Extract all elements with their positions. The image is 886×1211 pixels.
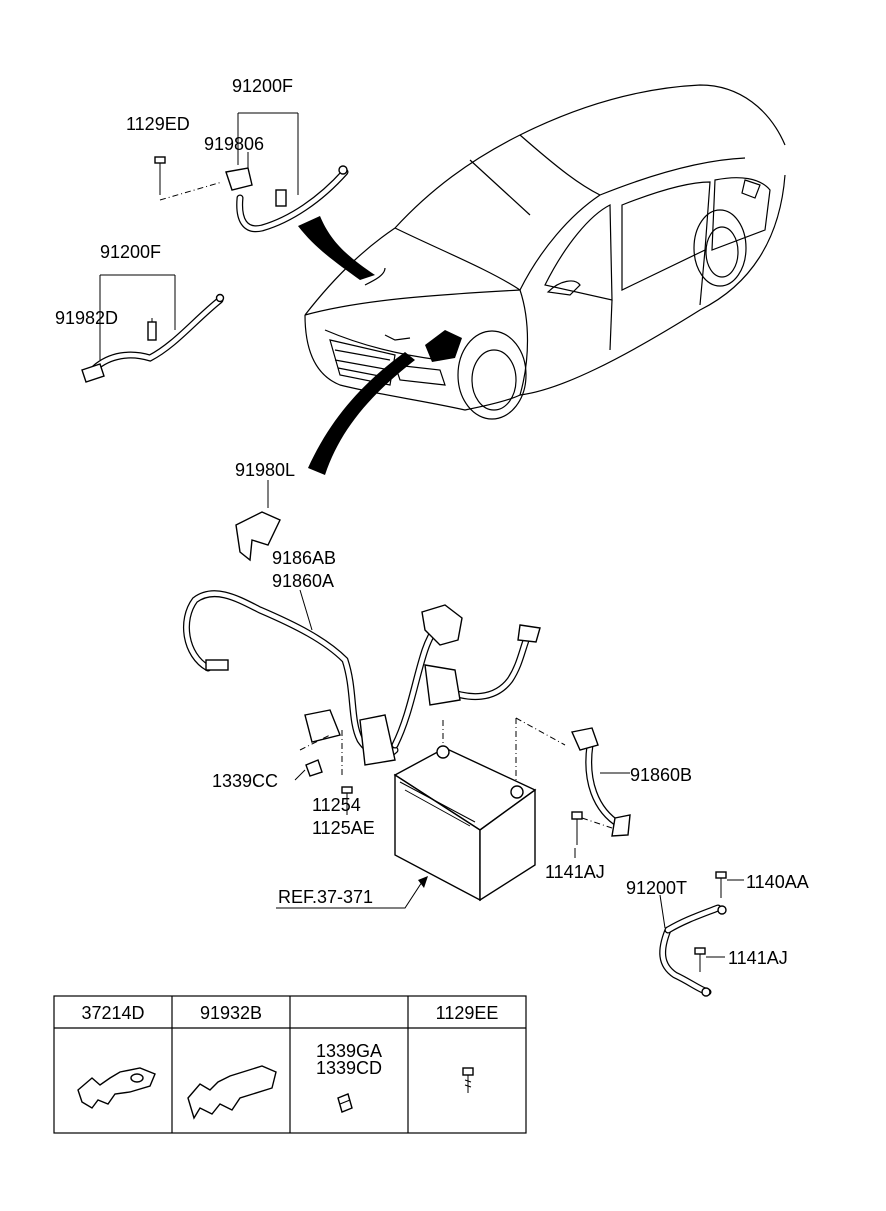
ground-cable-91200T (659, 871, 744, 997)
terminal-37214D-drawing (77, 1067, 156, 1109)
terminal-91932B-drawing (187, 1065, 277, 1120)
label-91982D: 91982D (55, 308, 118, 328)
label-919806: 919806 (204, 134, 264, 154)
label-91980L: 91980L (235, 460, 295, 480)
battery-cable-91860B (571, 727, 631, 845)
label-91200F-top: 91200F (232, 76, 293, 96)
top-cable-assembly (154, 112, 349, 233)
label-9186AB: 9186AB (272, 548, 336, 568)
label-1339CC: 1339CC (212, 771, 278, 791)
label-91860A: 91860A (272, 571, 334, 591)
bolt-1129EE-drawing (462, 1067, 474, 1093)
left-cable-assembly (81, 274, 225, 383)
table-cell-line-1: 1339GA (316, 1041, 382, 1061)
table-header-2: 91932B (200, 1003, 262, 1023)
table-header-1: 37214D (81, 1003, 144, 1023)
label-ref: REF.37-371 (278, 887, 373, 907)
label-91200T: 91200T (626, 878, 687, 898)
label-1129ED: 1129ED (126, 114, 190, 134)
label-1141AJ-b: 1141AJ (728, 948, 788, 968)
label-1125AE: 1125AE (312, 818, 375, 838)
battery-cable-91860A (182, 589, 566, 815)
pointer-arrows (298, 216, 415, 475)
table-cell-line-2: 1339CD (316, 1058, 382, 1078)
nut-1339GA-drawing (337, 1093, 353, 1113)
part-labels: 91200F 1129ED 919806 91200F 91982D 91980… (55, 76, 809, 968)
leader-lines (276, 769, 630, 909)
battery (393, 745, 537, 902)
label-1140AA: 1140AA (746, 872, 809, 892)
car-illustration (304, 84, 786, 420)
parts-table: 37214D 91932B 1129EE 1339GA 1339CD (53, 995, 527, 1134)
bracket-91980L (235, 480, 281, 562)
label-91860B: 91860B (630, 765, 692, 785)
table-header-4: 1129EE (436, 1003, 499, 1023)
label-91200F-left: 91200F (100, 242, 161, 262)
label-1141AJ-a: 1141AJ (545, 862, 605, 882)
label-11254: 11254 (312, 795, 361, 815)
